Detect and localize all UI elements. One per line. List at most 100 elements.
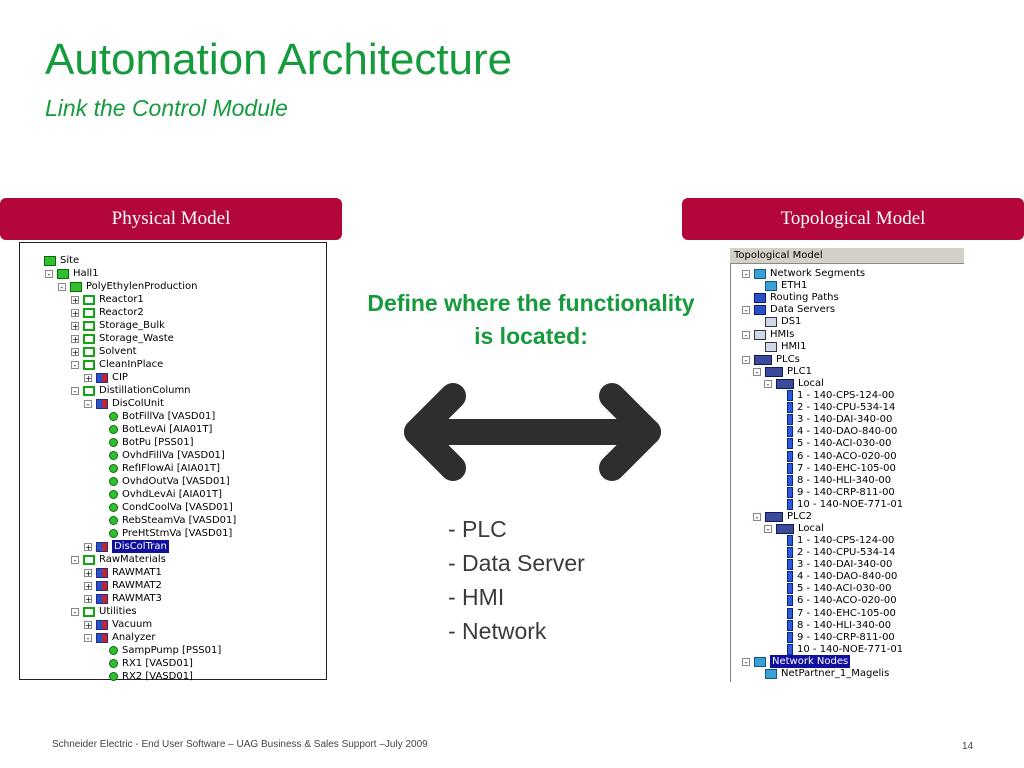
topological-tree-item[interactable]: -Data Servers	[742, 303, 835, 316]
physical-tree-item[interactable]: BotPu [PSS01]	[97, 436, 194, 449]
topological-tree-item[interactable]: -Network Nodes	[742, 655, 851, 668]
collapse-icon[interactable]: -	[742, 269, 750, 278]
expand-icon[interactable]: +	[71, 347, 79, 357]
collapse-icon[interactable]: -	[58, 282, 66, 291]
topological-tree-item[interactable]: 4 - 140-DAO-840-00	[775, 425, 897, 438]
physical-tree-item[interactable]: PreHtStmVa [VASD01]	[97, 527, 232, 540]
topological-tree-item[interactable]: 6 - 140-ACO-020-00	[775, 594, 897, 607]
expand-icon[interactable]: +	[71, 334, 79, 344]
physical-tree-item[interactable]: -RawMaterials	[71, 553, 166, 566]
collapse-icon[interactable]: -	[742, 355, 750, 364]
physical-tree-item[interactable]: SampPump [PSS01]	[97, 644, 221, 657]
collapse-icon[interactable]: -	[753, 512, 761, 521]
physical-tree-item[interactable]: +RAWMAT2	[84, 579, 162, 592]
physical-tree-item[interactable]: BotLevAi [AIA01T]	[97, 423, 212, 436]
expand-icon[interactable]: +	[71, 321, 79, 331]
physical-tree-item[interactable]: -Utilities	[71, 605, 137, 618]
topological-tree-item[interactable]: 8 - 140-HLI-340-00	[775, 474, 891, 487]
topological-tree-item[interactable]: HMI1	[753, 340, 806, 353]
topological-tree-item[interactable]: 9 - 140-CRP-811-00	[775, 631, 895, 644]
physical-tree-item[interactable]: BotFillVa [VASD01]	[97, 410, 215, 423]
physical-tree-item[interactable]: OvhdFillVa [VASD01]	[97, 449, 225, 462]
physical-tree-item[interactable]: +RAWMAT1	[84, 566, 162, 579]
expand-icon[interactable]: +	[71, 295, 79, 305]
topological-tree-item[interactable]: 2 - 140-CPU-534-14	[775, 401, 895, 414]
physical-tree-item[interactable]: -DistillationColumn	[71, 384, 191, 397]
collapse-icon[interactable]: -	[84, 633, 92, 642]
topological-tree-item[interactable]: 10 - 140-NOE-771-01	[775, 498, 903, 511]
topological-tree-item[interactable]: Routing Paths	[742, 291, 839, 304]
topological-tree-item[interactable]: 10 - 140-NOE-771-01	[775, 643, 903, 656]
physical-tree-item[interactable]: OvhdLevAi [AIA01T]	[97, 488, 222, 501]
physical-tree-item[interactable]: -PolyEthylenProduction	[58, 280, 197, 293]
collapse-icon[interactable]: -	[742, 305, 750, 314]
collapse-icon[interactable]: -	[71, 360, 79, 369]
expand-icon[interactable]: +	[84, 542, 92, 552]
physical-tree-item[interactable]: CondCoolVa [VASD01]	[97, 501, 233, 514]
topological-tree-item[interactable]: ETH1	[753, 279, 807, 292]
topological-tree-item[interactable]: 3 - 140-DAI-340-00	[775, 413, 892, 426]
physical-tree-item[interactable]: +Vacuum	[84, 618, 152, 631]
physical-tree-item[interactable]: +Reactor2	[71, 306, 144, 319]
topological-tree-item[interactable]: -HMIs	[742, 328, 794, 341]
physical-model-tree[interactable]: Site-Hall1-PolyEthylenProduction+Reactor…	[19, 242, 327, 683]
collapse-icon[interactable]: -	[764, 524, 772, 533]
topological-tree-item[interactable]: 4 - 140-DAO-840-00	[775, 570, 897, 583]
expand-icon[interactable]: +	[84, 620, 92, 630]
topological-tree-item[interactable]: 1 - 140-CPS-124-00	[775, 534, 894, 547]
collapse-icon[interactable]: -	[71, 555, 79, 564]
collapse-icon[interactable]: -	[742, 330, 750, 339]
topological-tree-item[interactable]: 2 - 140-CPU-534-14	[775, 546, 895, 559]
collapse-icon[interactable]: -	[753, 367, 761, 376]
topological-tree-item[interactable]: 9 - 140-CRP-811-00	[775, 486, 895, 499]
topological-tree-item[interactable]: -PLC1	[753, 365, 812, 378]
collapse-icon[interactable]: -	[84, 399, 92, 408]
collapse-icon[interactable]: -	[71, 607, 79, 616]
expand-icon[interactable]: +	[84, 568, 92, 578]
physical-tree-item[interactable]: +Storage_Bulk	[71, 319, 165, 332]
physical-tree-item-label: OvhdOutVa [VASD01]	[122, 476, 230, 487]
topological-tree-item[interactable]: -PLCs	[742, 353, 800, 366]
topological-tree-item[interactable]: -Network Segments	[742, 267, 865, 280]
physical-tree-item[interactable]: -DisColUnit	[84, 397, 164, 410]
physical-tree-item[interactable]: RebSteamVa [VASD01]	[97, 514, 236, 527]
topological-tree-item-label: 6 - 140-ACO-020-00	[797, 451, 897, 462]
topological-tree-item[interactable]: DS1	[753, 315, 801, 328]
physical-tree-item[interactable]: +RAWMAT3	[84, 592, 162, 605]
topological-tree-item[interactable]: -PLC2	[753, 510, 812, 523]
physical-tree-item[interactable]: OvhdOutVa [VASD01]	[97, 475, 230, 488]
expand-icon[interactable]: +	[71, 308, 79, 318]
topological-tree-item[interactable]: 7 - 140-EHC-105-00	[775, 607, 896, 620]
physical-tree-item[interactable]: +CIP	[84, 371, 128, 384]
physical-tree-item[interactable]: -CleanInPlace	[71, 358, 163, 371]
physical-tree-item[interactable]: +Storage_Waste	[71, 332, 174, 345]
expand-icon[interactable]: +	[84, 581, 92, 591]
physical-tree-item[interactable]: RX1 [VASD01]	[97, 657, 193, 670]
physical-tree-item[interactable]: RefIFlowAi [AIA01T]	[97, 462, 220, 475]
topological-tree-item[interactable]: 1 - 140-CPS-124-00	[775, 389, 894, 402]
expand-icon[interactable]: +	[84, 594, 92, 604]
collapse-icon[interactable]: -	[742, 657, 750, 666]
topological-tree-item[interactable]: 5 - 140-ACI-030-00	[775, 437, 891, 450]
physical-tree-item[interactable]: +Reactor1	[71, 293, 144, 306]
collapse-icon[interactable]: -	[764, 379, 772, 388]
topological-tree-item[interactable]: 8 - 140-HLI-340-00	[775, 619, 891, 632]
topological-tree-item[interactable]: NetPartner_1_Magelis	[753, 667, 889, 680]
physical-tree-item[interactable]: +Solvent	[71, 345, 137, 358]
physical-tree-item[interactable]: Site	[32, 254, 79, 267]
physical-tree-item[interactable]: -Analyzer	[84, 631, 156, 644]
topological-tree-item[interactable]: 6 - 140-ACO-020-00	[775, 450, 897, 463]
topological-tree-item[interactable]: 3 - 140-DAI-340-00	[775, 558, 892, 571]
expand-icon[interactable]: +	[84, 373, 92, 383]
topological-tree-item[interactable]: -Local	[764, 522, 824, 535]
physical-tree-item[interactable]: -Hall1	[45, 267, 99, 280]
physical-tree-item[interactable]: RX2 [VASD01]	[97, 670, 193, 683]
topological-tree-item[interactable]: 7 - 140-EHC-105-00	[775, 462, 896, 475]
collapse-icon[interactable]: -	[71, 386, 79, 395]
collapse-icon[interactable]: -	[45, 269, 53, 278]
topological-tree-item[interactable]: 5 - 140-ACI-030-00	[775, 582, 891, 595]
physical-tree-item[interactable]: +DisColTran	[84, 540, 169, 553]
topological-tree-item[interactable]: -Local	[764, 377, 824, 390]
